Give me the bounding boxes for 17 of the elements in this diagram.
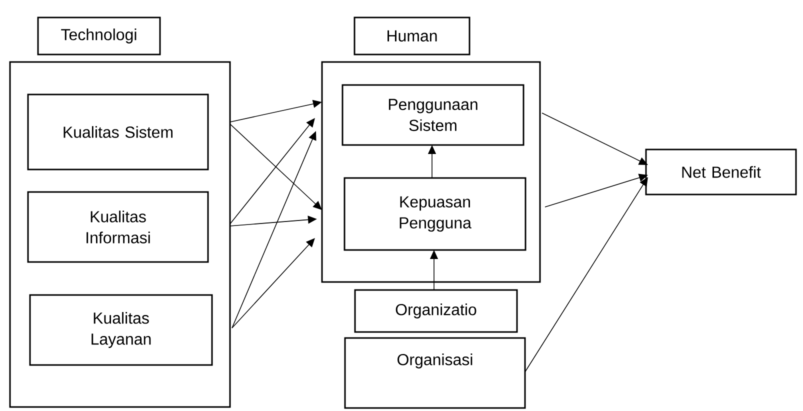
arrow [232,238,315,328]
construct-box: Kualitas Layanan [29,294,213,366]
construct-box: Penggunaan Sistem [342,84,524,146]
arrow [230,124,322,210]
construct-box: Kualitas Sistem [27,94,209,170]
heading-box: Technologi [37,16,161,56]
arrow [542,112,648,165]
outcome-box: Net Benefit [645,148,797,196]
arrow [524,177,648,372]
construct-box: Kualitas Informasi [27,191,209,263]
heading-box: Human [354,16,470,56]
arrow [230,118,315,224]
group-box [9,61,231,408]
group-box [321,61,541,283]
construct-box: Kepuasan Pengguna [344,177,526,251]
construct-box: Organisasi [344,337,526,409]
heading-box: Organizatio [354,289,518,333]
